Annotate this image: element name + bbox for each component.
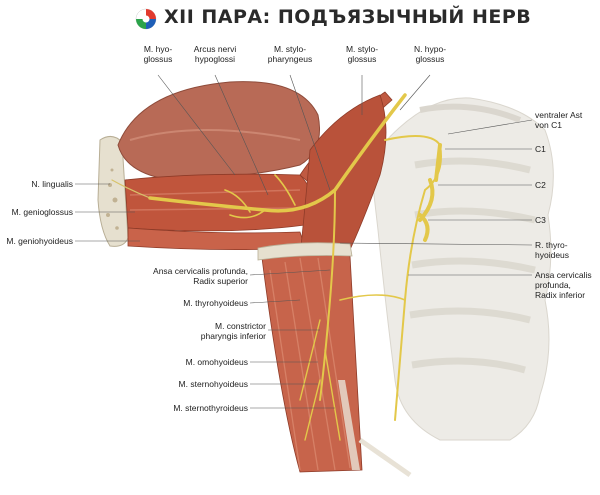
cervical-spine — [369, 97, 554, 441]
trachea-tendon — [338, 380, 360, 470]
label-m-thyrohyoideus: M. thyrohyoideus — [183, 298, 248, 308]
label-c3: C3 — [535, 215, 546, 225]
label-m-genioglossus: M. genioglossus — [11, 207, 73, 217]
neck-muscles — [261, 253, 363, 473]
label-m-sternothyroideus: M. sternothyroideus — [173, 403, 248, 413]
label-m-hyoglossus: M. hyo- glossus — [143, 44, 173, 64]
label-m-omohyoideus: M. omohyoideus — [185, 357, 248, 367]
leader-lines — [75, 74, 533, 409]
hypoglossal-nerve — [111, 93, 442, 441]
label-m-stylopharyngeus: M. stylo- pharyngeus — [267, 44, 313, 64]
label-c1: C1 — [535, 144, 546, 154]
label-m-constrictor-pharyngis-inferior: M. constrictor pharyngis inferior — [200, 321, 266, 341]
label-m-styloglossus: M. stylo- glossus — [345, 44, 379, 64]
label-m-geniohyoideus: M. geniohyoideus — [6, 236, 73, 246]
label-c2: C2 — [535, 180, 546, 190]
genioglossus-muscle — [124, 173, 312, 232]
label-r-thyrohyoideus: R. thyro- hyoideus — [535, 240, 570, 260]
logo-icon — [135, 8, 157, 30]
label-n-hypoglossus: N. hypo- glossus — [413, 44, 447, 64]
hyoid-bone — [257, 242, 353, 261]
page-title: XII ПАРА: ПОДЪЯЗЫЧНЫЙ НЕРВ — [164, 6, 532, 28]
label-n-lingualis: N. lingualis — [31, 179, 73, 189]
label-ansa-radix-superior: Ansa cervicalis profunda, Radix superior — [153, 266, 248, 286]
mandible-bone — [97, 136, 129, 247]
label-m-sternohyoideus: M. sternohyoideus — [178, 379, 248, 389]
label-ventraler-ast-c1: ventraler Ast von C1 — [535, 110, 583, 130]
label-ansa-radix-inferior: Ansa cervicalis profunda, Radix inferior — [535, 270, 592, 300]
label-arcus-nervi-hypoglossi: Arcus nervi hypoglossi — [193, 44, 237, 64]
